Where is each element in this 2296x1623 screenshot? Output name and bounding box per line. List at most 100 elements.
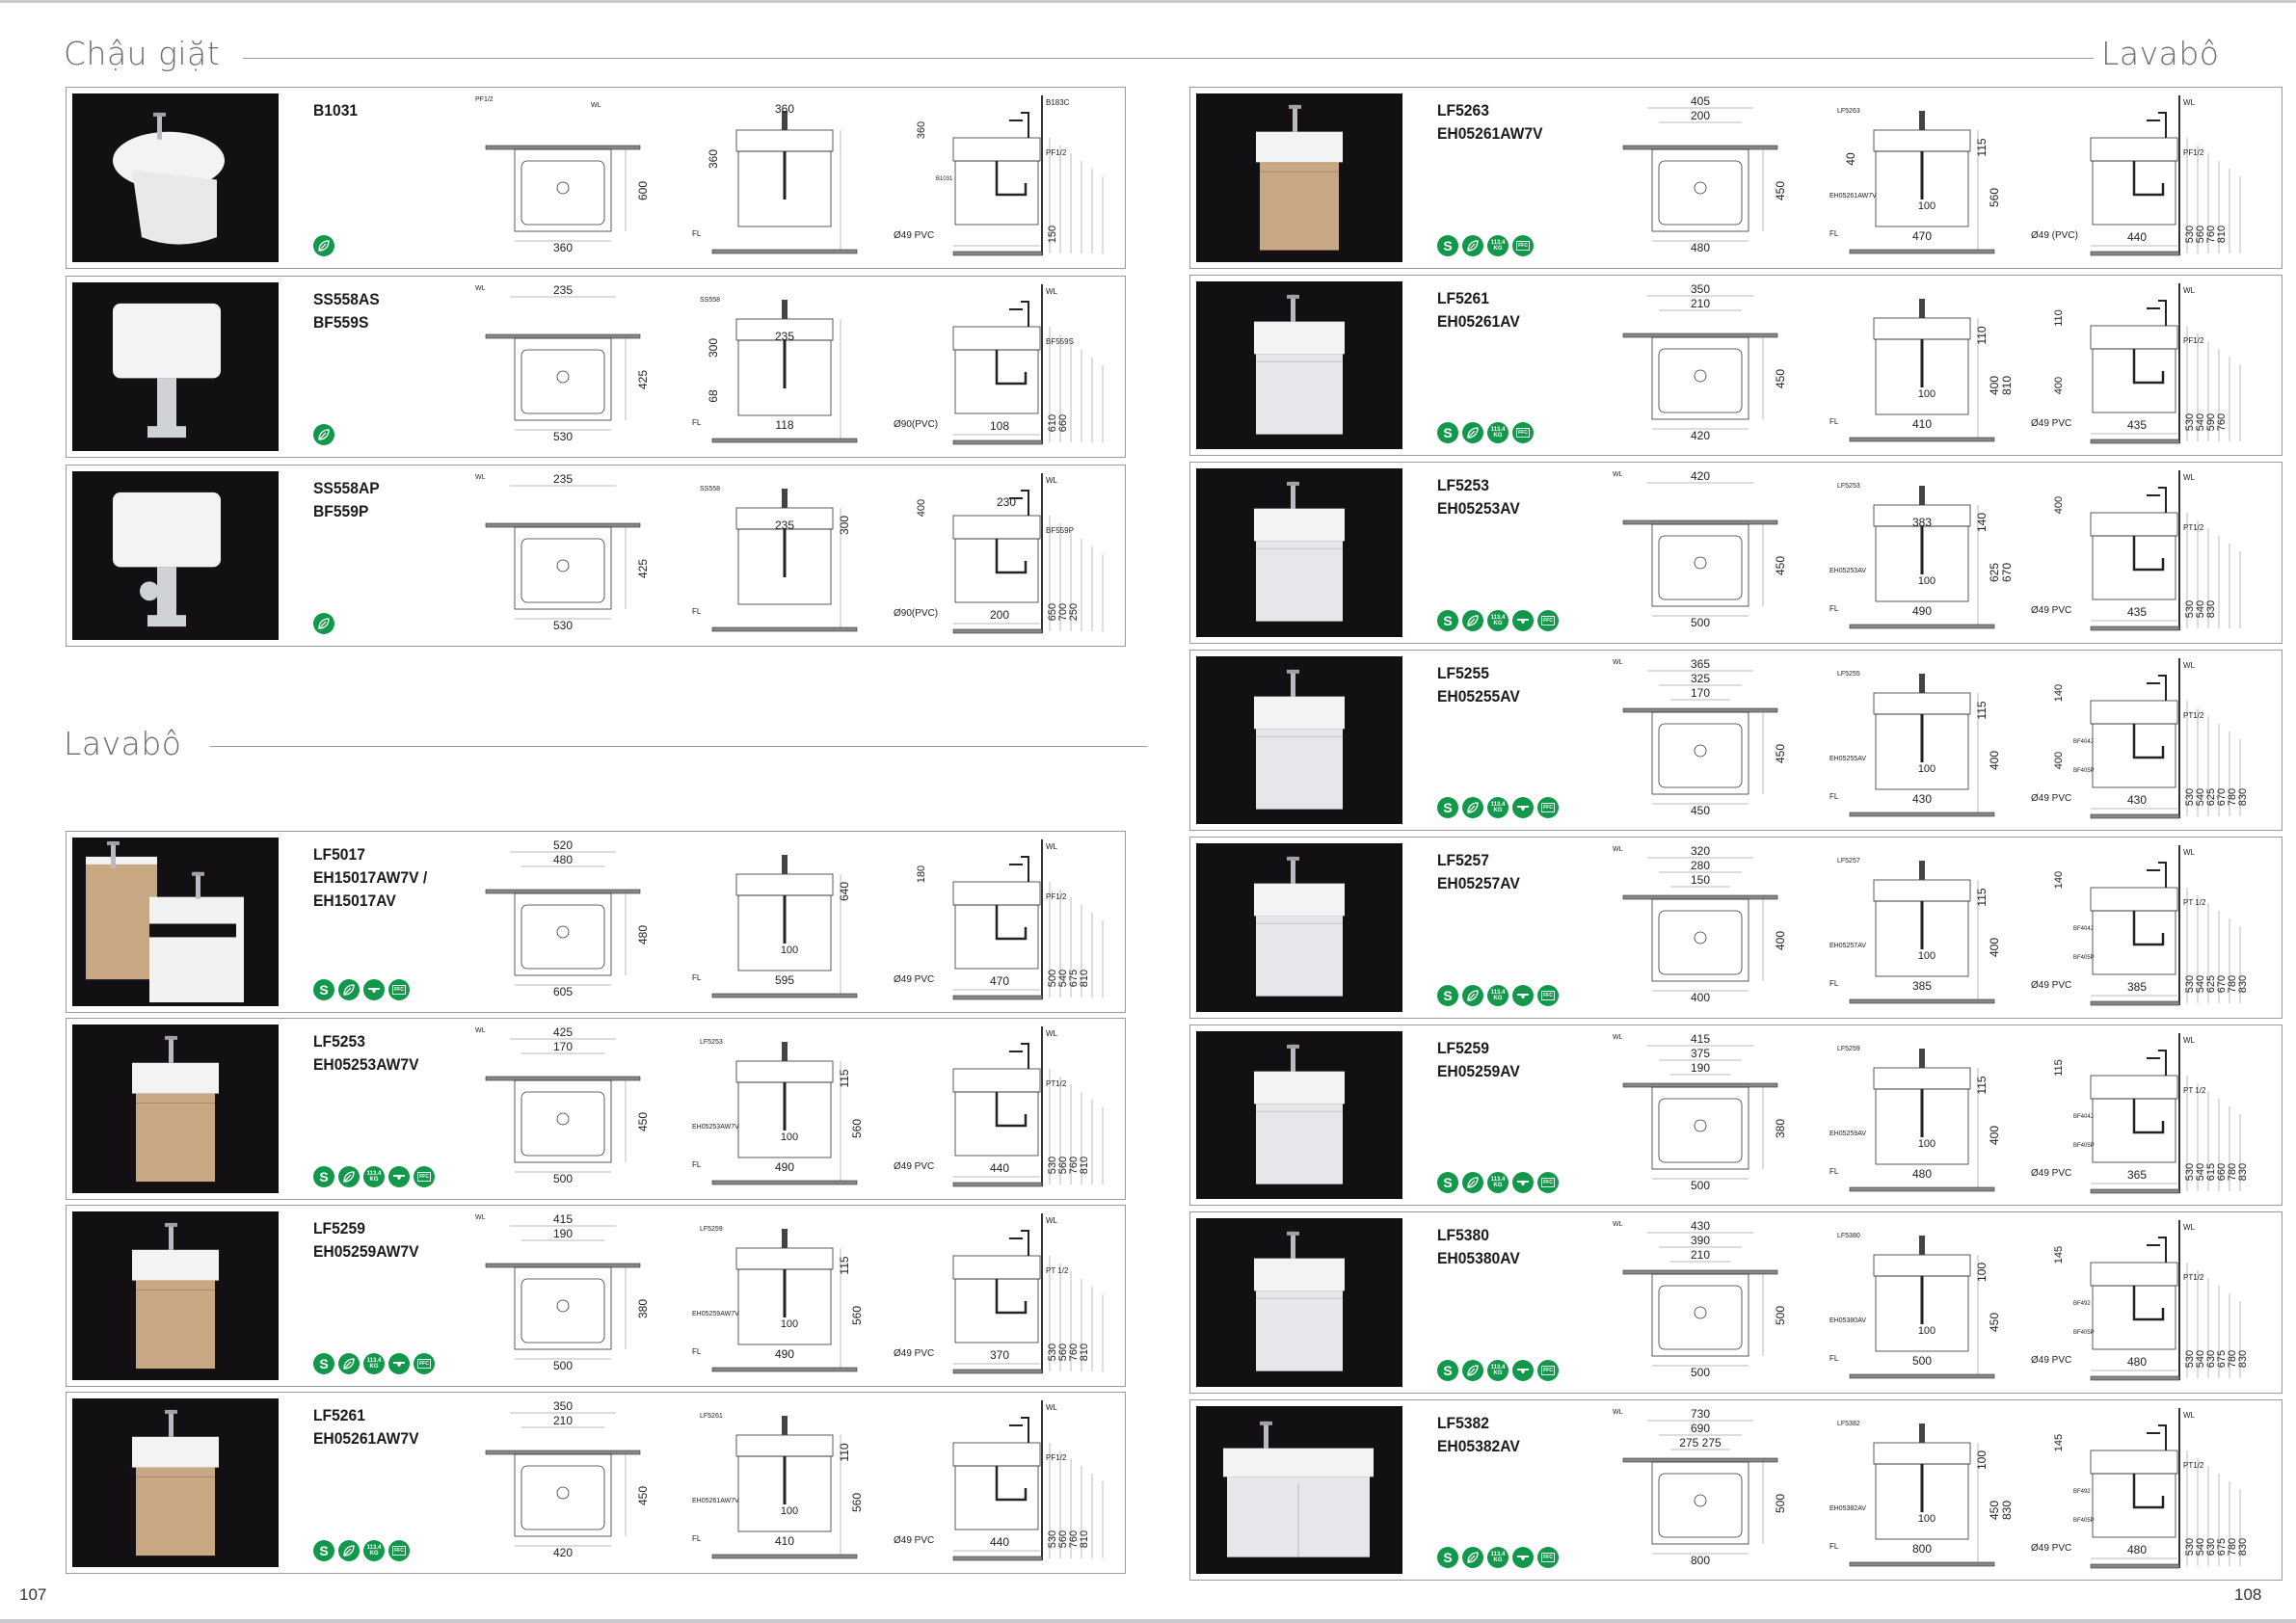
dimension-label: 435 xyxy=(2127,418,2147,432)
hatch-line xyxy=(2090,1563,2180,1568)
callout-label: WL xyxy=(475,285,486,292)
callout-label: PT1/2 xyxy=(2183,523,2204,532)
cabinet xyxy=(1256,916,1343,997)
cabinet xyxy=(136,1280,215,1370)
weight-capacity-icon: 113.4 KG xyxy=(1487,234,1508,256)
product-photo xyxy=(1196,280,1402,449)
dimension-label: 625 xyxy=(2205,975,2217,993)
dimension-label: 383 xyxy=(1912,516,1932,529)
callout-label: WL xyxy=(1613,1409,1623,1416)
pipe-label: Ø49 PVC xyxy=(894,1348,934,1359)
basin xyxy=(1223,1448,1374,1477)
dimension-label: 140 xyxy=(1975,513,1989,532)
eco-leaf-icon xyxy=(1462,1547,1483,1568)
dimension-label: 830 xyxy=(2237,787,2249,805)
callout-label: EH05259AW7V xyxy=(692,1311,739,1317)
dimension-label: 530 xyxy=(553,619,573,632)
badge-text: S xyxy=(1443,237,1453,253)
dimension-label: 100 xyxy=(781,945,798,956)
badge-text: S xyxy=(319,982,329,998)
callout-label: EH05382AV xyxy=(1829,1505,1866,1512)
floor-level-label: FL xyxy=(1829,1167,1839,1176)
badge-text: S xyxy=(1443,425,1453,440)
cabinet xyxy=(1256,353,1343,435)
model-code: EH05261AV xyxy=(1437,311,1520,331)
page-top-edge xyxy=(0,0,2296,3)
weight-capacity-icon: 113.4 KG xyxy=(363,1166,385,1187)
faucet xyxy=(1291,1044,1295,1072)
wall-hung-icon xyxy=(388,1166,410,1187)
product-photo xyxy=(1196,655,1402,824)
dimension-label: 450 xyxy=(1774,181,1787,200)
dimension-label: 675 xyxy=(2216,1537,2228,1555)
dimension-label: 190 xyxy=(1691,1061,1710,1075)
dimension-label: 780 xyxy=(2227,787,2238,805)
dimension-label: 400 xyxy=(1988,1125,2001,1144)
dimension-label: 400 xyxy=(1988,938,2001,957)
dimension-label: 530 xyxy=(2184,1162,2196,1180)
dimension-label: 480 xyxy=(2127,1543,2147,1556)
dimension-label: 610 xyxy=(1047,414,1058,432)
callout-label: WL xyxy=(475,1214,486,1221)
dimension-label: 690 xyxy=(1691,1422,1710,1435)
callout-label: WL xyxy=(2183,473,2196,482)
callout-label: EH05261AW7V xyxy=(692,1498,739,1504)
dimension-label: 530 xyxy=(2184,226,2196,243)
dimension-label: 540 xyxy=(2195,1162,2206,1180)
eco-leaf-icon xyxy=(313,424,334,445)
badge-text: FFC xyxy=(392,1546,406,1556)
dimension-label: 180 xyxy=(916,865,927,883)
callout-label: LF5263 xyxy=(1837,108,1860,115)
dimension-label: 500 xyxy=(1047,970,1058,987)
faucet xyxy=(169,1035,174,1063)
dimension-label: 530 xyxy=(2184,600,2196,618)
callout-label: LF5261 xyxy=(700,1413,723,1420)
ffc-badge-icon: FFC xyxy=(1537,1359,1559,1381)
callout-label: SS558 xyxy=(700,486,720,492)
s-badge-icon: S xyxy=(1437,234,1458,256)
floor-level-label: FL xyxy=(692,418,702,427)
product-photo xyxy=(1196,843,1402,1012)
dimension-label: 780 xyxy=(2227,975,2238,993)
dimension-label: 430 xyxy=(1691,1219,1710,1233)
dimension-label: 560 xyxy=(1057,1530,1069,1548)
product-photo xyxy=(1196,93,1402,262)
dimension-label: 410 xyxy=(775,1534,794,1548)
hatch-line xyxy=(2090,1375,2180,1381)
basin xyxy=(132,1062,219,1094)
callout-label: WL xyxy=(2183,1411,2196,1420)
cabinet xyxy=(136,1093,215,1183)
callout-label: EH05253AV xyxy=(1829,568,1866,574)
floor-level-label: FL xyxy=(692,973,702,982)
callout-label: BF559S xyxy=(1046,337,1074,346)
dimension-label: 100 xyxy=(1975,1450,1989,1469)
dimension-label: 385 xyxy=(1912,979,1932,993)
hatch-line xyxy=(485,145,641,150)
dimension-label: 560 xyxy=(850,1493,864,1512)
dimension-label: 470 xyxy=(1912,229,1932,243)
dimension-label: 450 xyxy=(1988,1500,2001,1519)
dimension-label: 660 xyxy=(1057,414,1069,432)
callout-label: WL xyxy=(2183,1223,2196,1232)
dimension-label: 150 xyxy=(1047,226,1058,243)
section-title-lavabo-left: Lavabô xyxy=(64,725,182,762)
section-title-lavabo-right: Lavabô xyxy=(2101,35,2220,72)
dimension-label: 100 xyxy=(1918,1138,1936,1150)
pipe-label: Ø49 PVC xyxy=(2031,1168,2071,1179)
hatch-line xyxy=(1849,624,1995,629)
